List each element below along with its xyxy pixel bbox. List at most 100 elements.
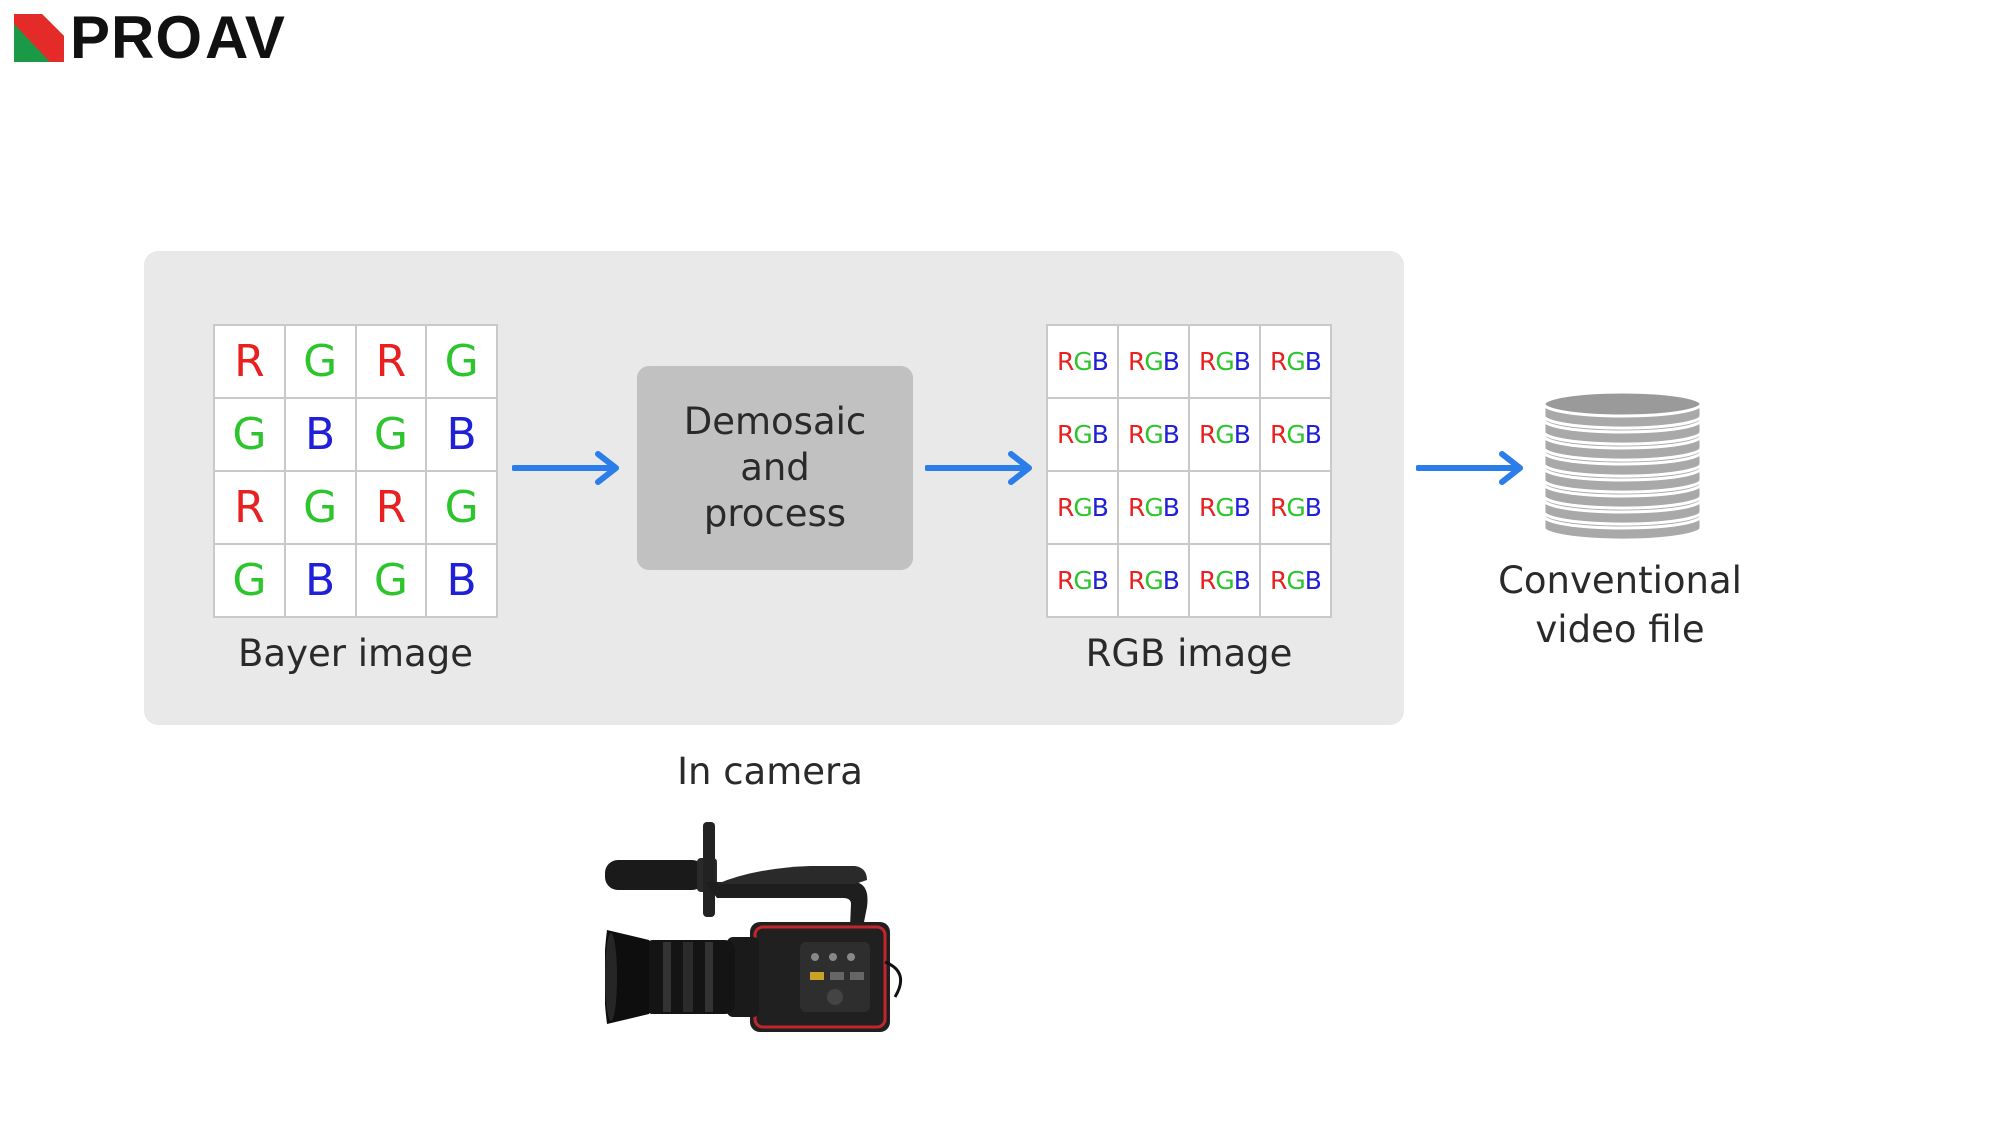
proav-logo: PROAV — [14, 8, 286, 68]
bayer-cell: R — [354, 470, 428, 545]
rgb-channel-letter: G — [1144, 493, 1163, 522]
rgb-channel-letter: B — [1304, 493, 1322, 522]
rgb-channel-letter: B — [1162, 420, 1180, 449]
rgb-channel-letter: B — [1304, 566, 1322, 595]
bayer-cell: G — [425, 324, 498, 399]
output-label-line-2: video file — [1535, 608, 1705, 651]
rgb-cell: RGB — [1259, 470, 1332, 545]
arrow-right-icon — [512, 451, 619, 485]
rgb-channel-letter: G — [1286, 420, 1305, 449]
bayer-cell: B — [283, 397, 357, 472]
rgb-cell: RGB — [1046, 324, 1119, 399]
bayer-cell: R — [213, 324, 286, 399]
bayer-image-label: Bayer image — [238, 632, 473, 675]
rgb-channel-letter: R — [1057, 347, 1074, 376]
rgb-cell: RGB — [1046, 470, 1119, 545]
rgb-channel-letter: R — [1270, 566, 1287, 595]
rgb-channel-letter: B — [1162, 493, 1180, 522]
rgb-channel-letter: R — [1199, 493, 1216, 522]
rgb-cell: RGB — [1188, 543, 1261, 618]
bayer-cell: G — [354, 543, 428, 618]
process-line-1: Demosaic — [683, 400, 867, 443]
rgb-cell: RGB — [1188, 470, 1261, 545]
rgb-cell: RGB — [1117, 470, 1190, 545]
bayer-cell: G — [283, 324, 357, 399]
rgb-cell: RGB — [1117, 543, 1190, 618]
rgb-channel-letter: R — [1270, 493, 1287, 522]
rgb-channel-letter: B — [1304, 420, 1322, 449]
rgb-channel-letter: B — [1233, 420, 1251, 449]
demosaic-process-box: Demosaic and process — [637, 366, 913, 570]
rgb-channel-letter: B — [1162, 566, 1180, 595]
bayer-cell: G — [213, 543, 286, 618]
rgb-channel-letter: R — [1270, 347, 1287, 376]
rgb-channel-letter: B — [1091, 493, 1109, 522]
rgb-channel-letter: B — [1091, 566, 1109, 595]
rgb-cell: RGB — [1046, 543, 1119, 618]
logo-mark-icon — [14, 14, 64, 62]
arrow-right-icon — [925, 451, 1032, 485]
bayer-cell: B — [425, 543, 498, 618]
bayer-cell: R — [354, 324, 428, 399]
rgb-channel-letter: B — [1304, 347, 1322, 376]
rgb-channel-letter: G — [1286, 493, 1305, 522]
rgb-channel-letter: G — [1073, 347, 1092, 376]
rgb-channel-letter: G — [1215, 493, 1234, 522]
rgb-channel-letter: B — [1091, 347, 1109, 376]
rgb-channel-letter: G — [1073, 420, 1092, 449]
logo-text-pro: PRO — [70, 4, 204, 71]
in-camera-label: In camera — [677, 750, 863, 793]
rgb-channel-letter: R — [1270, 420, 1287, 449]
rgb-channel-letter: B — [1091, 420, 1109, 449]
rgb-channel-letter: B — [1233, 493, 1251, 522]
rgb-channel-letter: R — [1057, 420, 1074, 449]
rgb-channel-letter: G — [1073, 493, 1092, 522]
rgb-channel-letter: G — [1286, 347, 1305, 376]
rgb-channel-letter: B — [1233, 347, 1251, 376]
rgb-channel-letter: G — [1144, 566, 1163, 595]
rgb-channel-letter: R — [1128, 493, 1145, 522]
rgb-cell: RGB — [1046, 397, 1119, 472]
rgb-channel-letter: R — [1128, 420, 1145, 449]
arrow-right-icon — [1416, 451, 1523, 485]
rgb-cell: RGB — [1188, 324, 1261, 399]
rgb-cell: RGB — [1259, 397, 1332, 472]
video-camera-icon — [605, 822, 903, 1032]
conventional-video-file-label: Conventional video file — [1470, 556, 1770, 654]
bayer-cell: B — [283, 543, 357, 618]
rgb-channel-letter: G — [1144, 347, 1163, 376]
rgb-channel-letter: G — [1215, 420, 1234, 449]
rgb-cell: RGB — [1117, 397, 1190, 472]
rgb-channel-letter: R — [1199, 347, 1216, 376]
rgb-image-label: RGB image — [1085, 632, 1293, 675]
rgb-cell: RGB — [1117, 324, 1190, 399]
bayer-cell: G — [354, 397, 428, 472]
rgb-channel-letter: R — [1128, 347, 1145, 376]
output-label-line-1: Conventional — [1498, 559, 1742, 602]
bayer-cell: G — [425, 470, 498, 545]
bayer-cell: R — [213, 470, 286, 545]
rgb-channel-letter: G — [1286, 566, 1305, 595]
rgb-channel-letter: R — [1128, 566, 1145, 595]
process-line-2: and — [740, 446, 810, 489]
rgb-cell: RGB — [1188, 397, 1261, 472]
database-icon — [1542, 390, 1703, 540]
rgb-cell: RGB — [1259, 543, 1332, 618]
bayer-cell: G — [213, 397, 286, 472]
rgb-channel-letter: G — [1073, 566, 1092, 595]
rgb-channel-letter: B — [1162, 347, 1180, 376]
rgb-cell: RGB — [1259, 324, 1332, 399]
rgb-channel-letter: R — [1199, 566, 1216, 595]
rgb-channel-letter: R — [1057, 493, 1074, 522]
rgb-channel-letter: G — [1215, 566, 1234, 595]
